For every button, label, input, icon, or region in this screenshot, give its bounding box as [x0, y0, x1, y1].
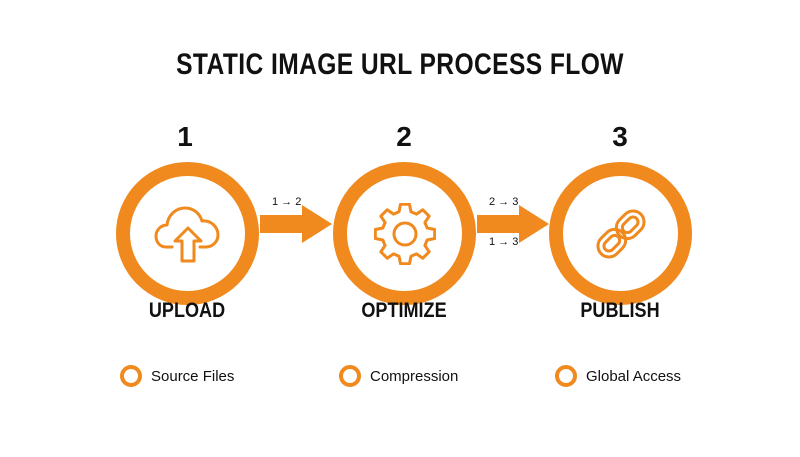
- arrow-2-label-bottom: 1 → 3: [489, 236, 519, 248]
- arrow-2-label-top: 2 → 3: [489, 196, 519, 208]
- legend-item-compression: Compression: [339, 364, 458, 388]
- cloud-upload-icon: [154, 206, 219, 262]
- step-1-label: UPLOAD: [148, 299, 226, 322]
- arrow-1: [260, 205, 332, 243]
- step-1-number: 1: [177, 121, 193, 152]
- legend-label: Compression: [370, 367, 459, 385]
- legend-label: Global Access: [586, 367, 682, 385]
- legend-ring-icon: [555, 365, 577, 387]
- legend-ring-icon: [339, 365, 361, 387]
- gear-icon: [373, 202, 436, 265]
- legend-item-source-files: Source Files: [120, 364, 234, 388]
- step-3-circle: [549, 162, 692, 305]
- step-2-circle: [333, 162, 476, 305]
- link-chain-icon: [595, 208, 646, 259]
- legend-label: Source Files: [151, 367, 235, 385]
- step-1-circle: [116, 162, 259, 305]
- step-3-number: 3: [612, 121, 628, 152]
- diagram-title: STATIC IMAGE URL PROCESS FLOW: [176, 48, 624, 81]
- step-3-label: PUBLISH: [580, 299, 660, 322]
- step-2-number: 2: [396, 121, 412, 152]
- legend-item-global-access: Global Access: [555, 364, 681, 388]
- arrow-2: [477, 205, 549, 243]
- legend-ring-icon: [120, 365, 142, 387]
- step-2-label: OPTIMIZE: [361, 299, 447, 322]
- arrow-1-label: 1 → 2: [272, 196, 302, 208]
